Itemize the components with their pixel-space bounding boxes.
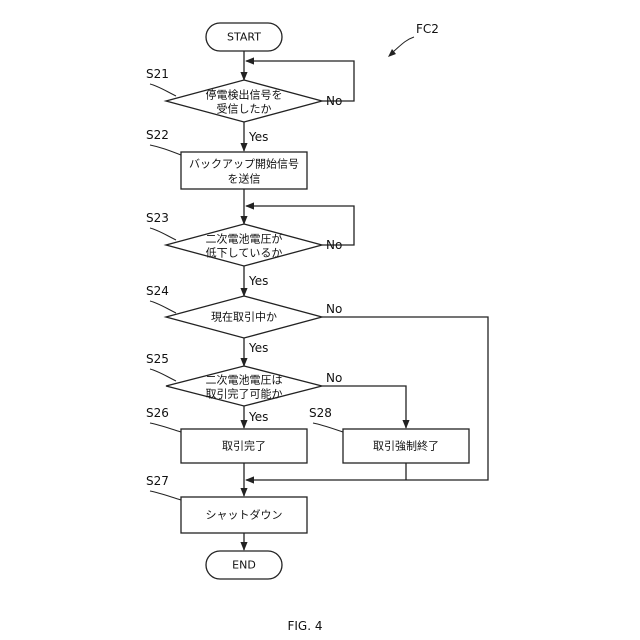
s24-no-label: No <box>326 302 342 316</box>
s21-leader <box>150 84 176 96</box>
s21-yes-label: Yes <box>248 130 268 144</box>
s24-leader <box>150 301 176 313</box>
s24-yes-label: Yes <box>248 341 268 355</box>
s25-step-label: S25 <box>146 352 169 366</box>
node-s23: 二次電池電圧が 低下しているか <box>166 224 322 266</box>
arrow-s25-no-to-s28 <box>322 386 406 428</box>
connectors <box>244 51 488 550</box>
s25-label-line2: 取引完了可能か <box>206 387 283 401</box>
s22-label-line1: バックアップ開始信号 <box>189 157 299 171</box>
s25-label-line1: 二次電池電圧は <box>206 373 283 387</box>
s27-leader <box>150 491 181 500</box>
s23-no-label: No <box>326 238 342 252</box>
s23-yes-label: Yes <box>248 274 268 288</box>
chart-id-leader <box>393 37 414 52</box>
node-s24: 現在取引中か <box>166 296 322 338</box>
s26-label: 取引完了 <box>222 439 266 453</box>
figure-caption: FIG. 4 <box>287 619 322 633</box>
s21-step-label: S21 <box>146 67 169 81</box>
s22-step-label: S22 <box>146 128 169 142</box>
node-s26: 取引完了 <box>181 429 307 463</box>
s23-leader <box>150 228 176 240</box>
s23-label-line1: 二次電池電圧が <box>206 232 283 246</box>
s23-step-label: S23 <box>146 211 169 225</box>
s21-label-line2: 受信したか <box>217 103 272 116</box>
s25-no-label: No <box>326 371 342 385</box>
node-s22: バックアップ開始信号 を送信 <box>181 152 307 189</box>
s21-label-line1: 停電検出信号を <box>206 88 283 102</box>
s22-label-line2: を送信 <box>228 172 261 186</box>
s26-step-label: S26 <box>146 406 169 420</box>
s25-yes-label: Yes <box>248 410 268 424</box>
s24-step-label: S24 <box>146 284 169 298</box>
s28-label: 取引強制終了 <box>373 439 439 453</box>
s24-label: 現在取引中か <box>211 310 277 324</box>
s27-label: シャットダウン <box>206 508 283 522</box>
node-s21: 停電検出信号を 受信したか <box>166 80 322 122</box>
node-s28: 取引強制終了 <box>343 429 469 463</box>
chart-id-label: FC2 <box>416 22 439 36</box>
chart-reference: FC2 <box>388 22 439 57</box>
start-terminal-label: START <box>227 31 261 44</box>
s27-step-label: S27 <box>146 474 169 488</box>
node-start: START <box>206 23 282 51</box>
s21-no-label: No <box>326 94 342 108</box>
s28-step-label: S28 <box>309 406 332 420</box>
s23-label-line2: 低下しているか <box>206 247 283 260</box>
s28-leader <box>313 423 343 432</box>
node-s27: シャットダウン <box>181 497 307 533</box>
s25-leader <box>150 369 176 381</box>
s22-leader <box>150 145 181 155</box>
end-terminal-label: END <box>232 559 256 572</box>
s26-leader <box>150 423 181 432</box>
node-s25: 二次電池電圧は 取引完了可能か <box>166 366 322 406</box>
node-end: END <box>206 551 282 579</box>
